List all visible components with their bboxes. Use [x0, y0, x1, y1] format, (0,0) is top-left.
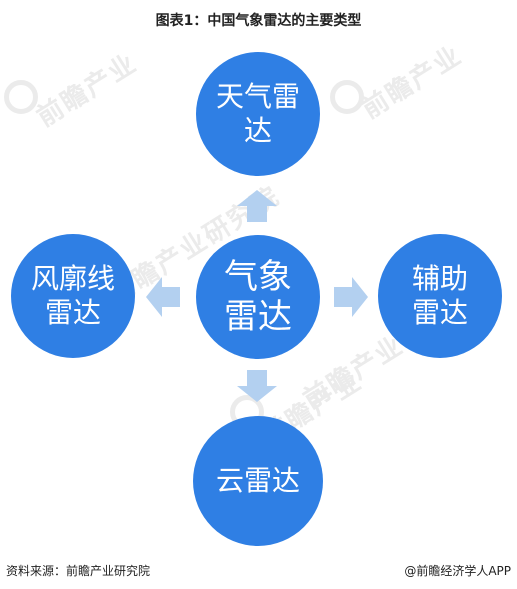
- brand-credit: @前瞻经济学人APP: [404, 564, 511, 578]
- node-auxiliary-radar: 辅助雷达: [378, 234, 502, 358]
- node-label: 风廓线雷达: [30, 262, 115, 329]
- watermark-logo-icon: [330, 80, 364, 114]
- node-wind-profiler-radar: 风廓线雷达: [11, 234, 135, 358]
- node-meteorological-radar: 气象雷达: [196, 235, 320, 359]
- watermark: 前瞻产业: [31, 48, 143, 134]
- watermark: 前瞻产业: [356, 40, 468, 126]
- arrow-left-icon: [146, 277, 180, 317]
- watermark-logo-icon: [4, 80, 38, 114]
- arrow-right-icon: [334, 277, 368, 317]
- node-label: 辅助雷达: [411, 262, 468, 329]
- node-cloud-radar: 云雷达: [193, 416, 323, 546]
- arrow-up-icon: [237, 190, 277, 222]
- arrow-down-icon: [237, 370, 277, 402]
- node-weather-radar: 天气雷达: [196, 52, 320, 176]
- source-note: 资料来源：前瞻产业研究院: [6, 564, 151, 578]
- node-label: 云雷达: [215, 464, 300, 497]
- node-label: 气象雷达: [224, 257, 292, 337]
- figure-title: 图表1：中国气象雷达的主要类型: [155, 13, 362, 29]
- node-label: 天气雷达: [215, 80, 300, 147]
